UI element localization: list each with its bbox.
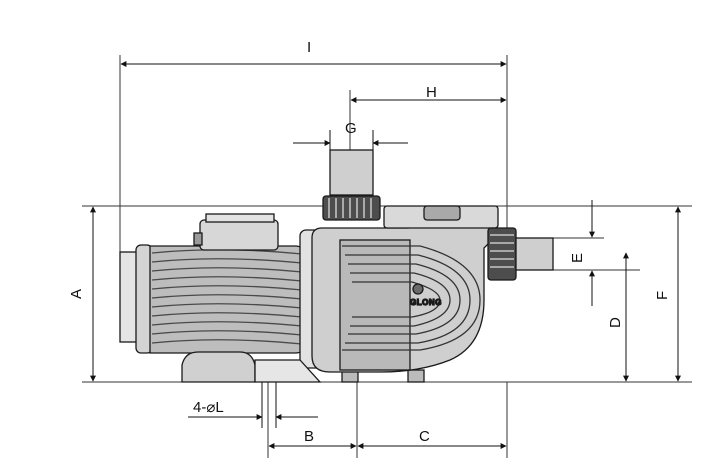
label-G: G [345, 120, 357, 137]
label-F: F [654, 291, 671, 300]
label-A: A [68, 289, 85, 299]
motor-body [149, 245, 306, 354]
motor-end-cap [119, 251, 139, 343]
label-L: 4-⌀L [193, 399, 224, 416]
pump-housing: GLONG [311, 205, 499, 373]
label-D: D [607, 317, 624, 328]
label-E: E [569, 253, 586, 263]
dimension-arrows [90, 61, 681, 449]
label-C: C [419, 428, 430, 445]
suction-port [487, 227, 554, 281]
discharge-port [322, 149, 381, 221]
label-I: I [307, 39, 311, 56]
logo-text: GLONG [410, 298, 442, 307]
logo-mark [412, 283, 424, 295]
junction-box [199, 219, 279, 251]
motor [119, 213, 331, 369]
pump-base [181, 351, 425, 383]
label-H: H [426, 84, 437, 101]
label-B: B [304, 428, 314, 445]
